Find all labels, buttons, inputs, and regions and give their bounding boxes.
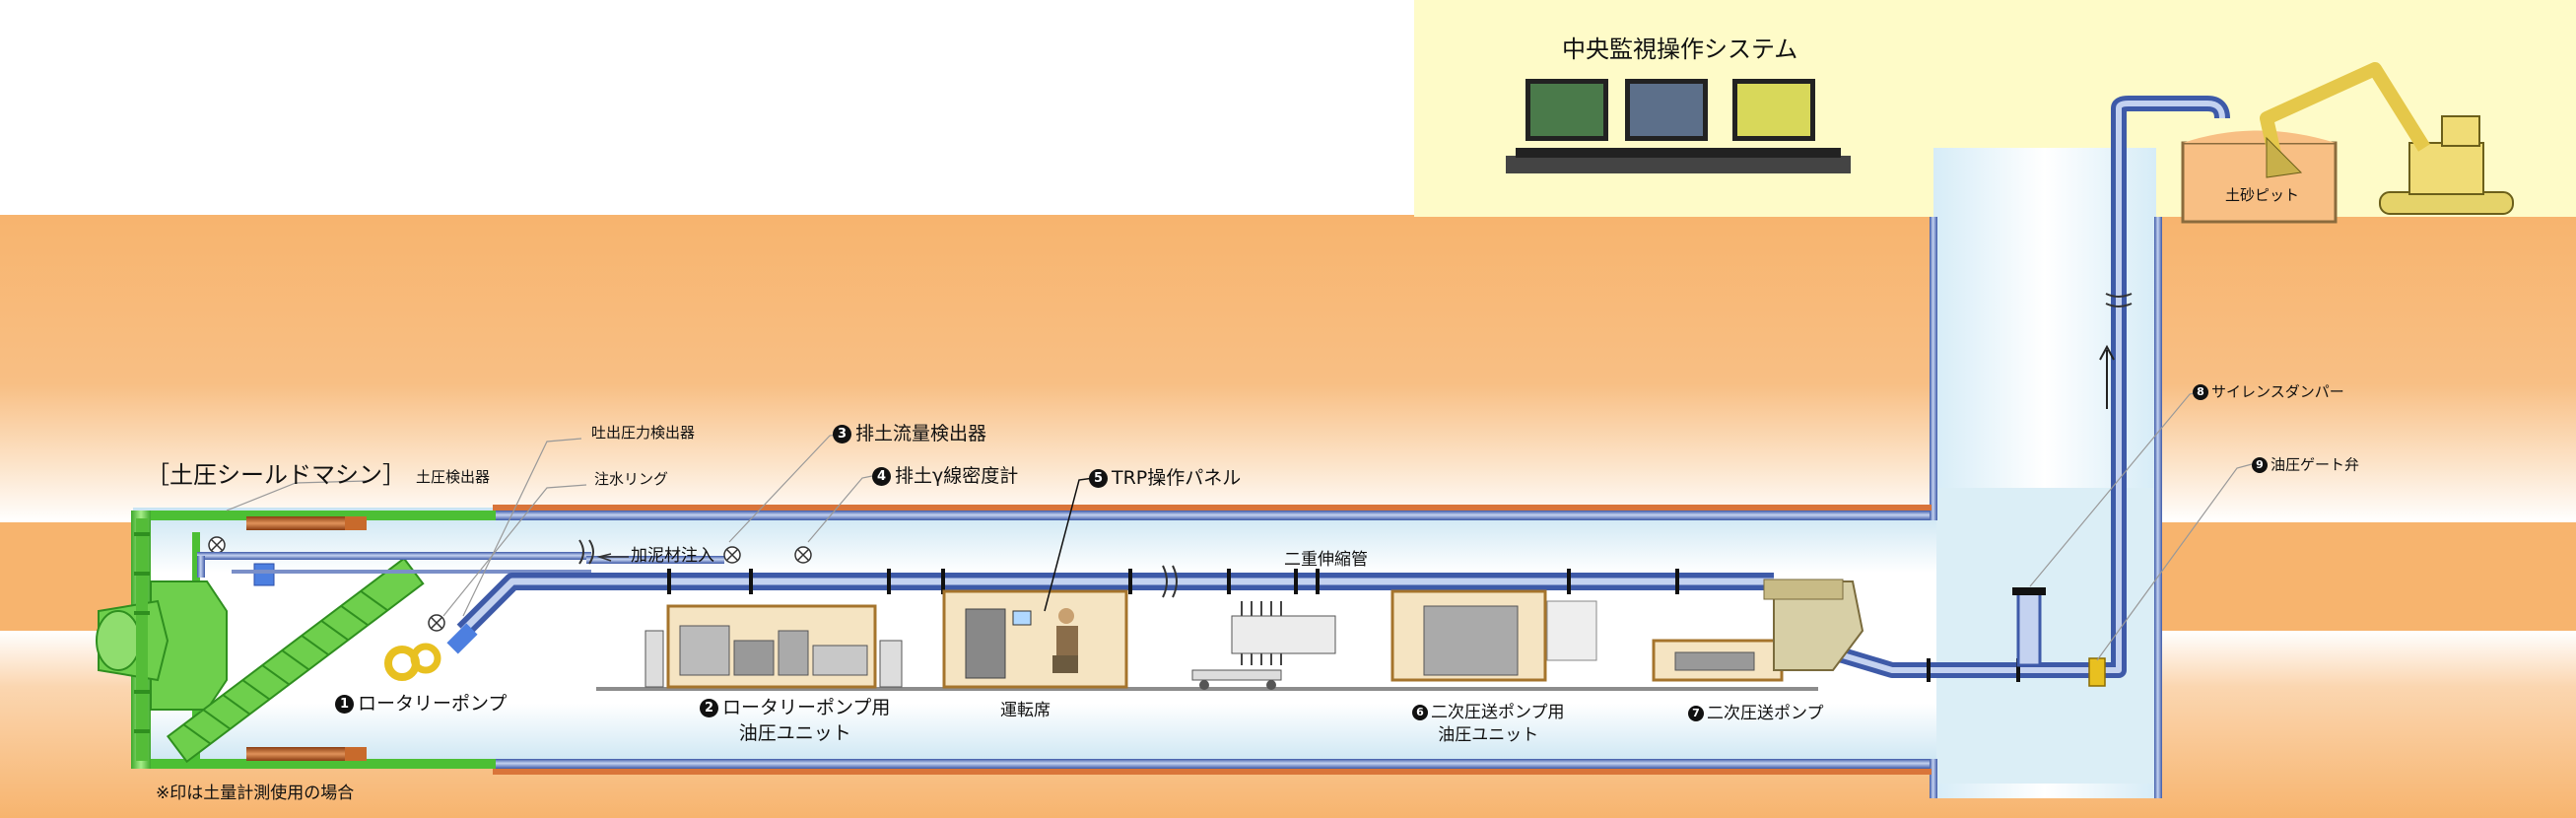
- num-4-icon: 4: [872, 467, 891, 486]
- discharge-pressure-label: 吐出圧力検出器: [591, 426, 695, 441]
- operator-cabin-icon: [944, 591, 1126, 687]
- water-ring-label: 注水リング: [594, 472, 668, 487]
- soil-pit-label: 土砂ピット: [2225, 188, 2299, 203]
- num-2-icon: 2: [700, 699, 718, 717]
- earth-pressure-label: 土圧検出器: [416, 470, 490, 485]
- soil-pit-icon: [2183, 131, 2336, 223]
- num-5-icon: 5: [1089, 469, 1108, 488]
- num-1-icon: 1: [335, 695, 354, 714]
- num-8-icon: 8: [2193, 384, 2208, 400]
- num-9-icon: 9: [2252, 457, 2268, 473]
- operator-icon: [1058, 608, 1074, 624]
- mud-injection-label: 加泥材注入: [631, 548, 714, 565]
- footnote: ※印は土量計測使用の場合: [156, 785, 354, 802]
- page-title: 中央監視操作システム: [1562, 37, 1797, 61]
- num-6-icon: 6: [1412, 705, 1428, 720]
- monitor-icon: [1506, 79, 1851, 173]
- hydraulic-unit-icon: [645, 606, 902, 687]
- operator-seat-label: 運転席: [1000, 703, 1051, 719]
- num-7-icon: 7: [1688, 706, 1704, 721]
- num-3-icon: 3: [833, 425, 851, 443]
- machine-title: ［土圧シールドマシン］: [146, 463, 406, 487]
- telescopic-pipe-label: 二重伸縮管: [1284, 552, 1368, 569]
